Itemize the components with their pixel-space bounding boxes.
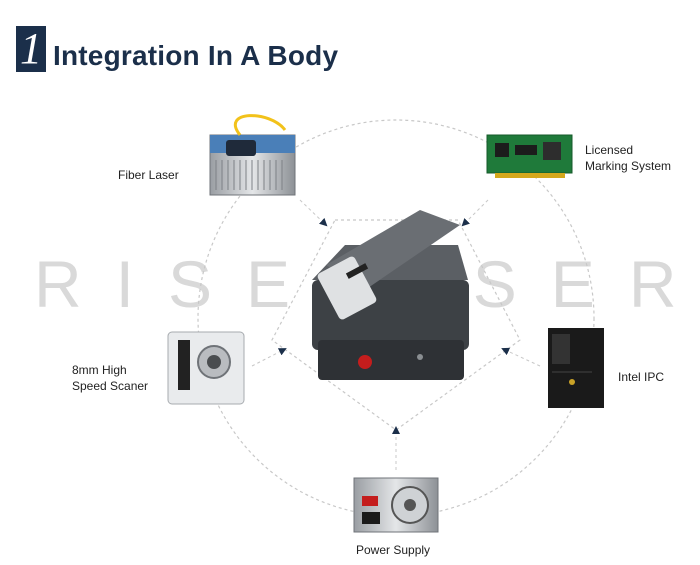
- marking-board-image: [486, 134, 573, 178]
- power-supply-label: Power Supply: [356, 543, 431, 557]
- laser-machine-image: [312, 210, 469, 380]
- arrow-fiber-laser: [299, 199, 328, 227]
- page-title: Integration In A Body: [53, 40, 339, 71]
- power-supply-image: [353, 477, 439, 533]
- arrow-scanner: [251, 348, 287, 367]
- arrow-marking-system: [461, 199, 489, 227]
- ipc-label: Intel IPC: [618, 370, 665, 384]
- marking-system-label-line1: Licensed: [585, 143, 634, 157]
- fiber-laser-image: [209, 114, 296, 196]
- scanner-label-line2: Speed Scaner: [72, 379, 149, 393]
- scanner-label-line1: 8mm High: [72, 363, 127, 377]
- dotted-ring: [197, 119, 595, 517]
- arrow-ipc: [501, 347, 541, 367]
- section-number-badge: 1: [16, 26, 46, 72]
- scanner-image: [167, 331, 245, 405]
- marking-system-label-line2: Marking System: [585, 159, 672, 173]
- fiber-laser-label: Fiber Laser: [118, 168, 179, 182]
- ipc-tower-image: [548, 328, 604, 408]
